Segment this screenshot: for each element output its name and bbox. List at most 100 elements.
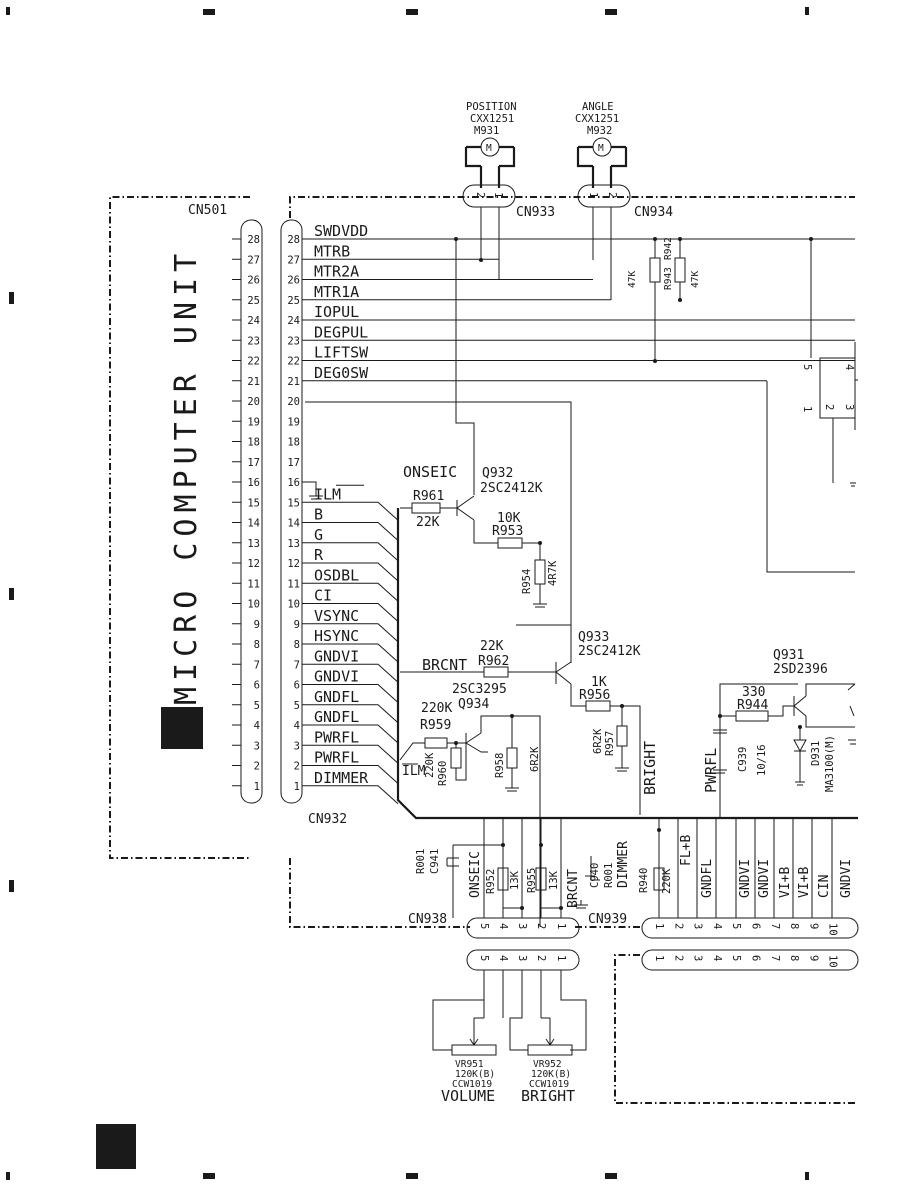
registration-marks — [6, 7, 809, 1180]
motor-m932-part: CXX1251 — [575, 113, 619, 125]
c939-ref: C939 — [737, 747, 749, 772]
vr951-part: CCW1019 — [452, 1079, 492, 1090]
r952-ref: R952 — [485, 869, 497, 894]
r952-value: 13K — [509, 870, 521, 890]
cn938-pin-number: 3 — [516, 955, 528, 961]
cn932-pin-number: 28 — [287, 234, 300, 246]
cn939-pin-number: 6 — [750, 955, 762, 961]
connector-cn932: CN932 — [280, 219, 347, 827]
motor-m931-symbol: M — [486, 143, 492, 154]
cn932-pin-number: 3 — [294, 740, 300, 752]
pin-signal-label: OSDBL — [314, 566, 359, 584]
ic-pin-3: 3 — [843, 404, 855, 410]
r960-value: 220K — [424, 752, 436, 778]
cn933-pin-1: 1 — [492, 192, 504, 198]
q931-ref: Q931 — [773, 648, 804, 663]
cn938-onseic-label: ONSEIC — [468, 851, 483, 898]
r955-ref: R955 — [526, 868, 538, 893]
r943-value: 47K — [627, 271, 638, 288]
q932-part: 2SC2412K — [480, 481, 543, 496]
cn932-pin-number: 27 — [287, 254, 300, 266]
c940-ref: C940 — [589, 863, 601, 888]
q933-ref: Q933 — [578, 630, 609, 645]
cn939-pin-number: 3 — [692, 923, 704, 929]
cn501-pin-number: 21 — [247, 376, 260, 388]
signal-line — [302, 684, 399, 703]
cn938-pin-number: 1 — [555, 955, 567, 961]
pin-signal-label: R — [314, 546, 324, 564]
vr952-part: CCW1019 — [529, 1079, 569, 1090]
ic-pin-5: 5 — [801, 364, 813, 370]
r944-ref: R944 — [737, 698, 768, 713]
vr951-ref: VR951 — [455, 1059, 484, 1070]
pin-signal-label: PWRFL — [314, 749, 359, 767]
r953-ref: R953 — [492, 524, 523, 539]
cn938-pin-number: 1 — [555, 923, 567, 929]
vr951-value: 120K(B) — [455, 1069, 495, 1080]
ic-pin-1: 1 — [801, 406, 813, 412]
black-marker — [161, 707, 203, 749]
r959-value: 220K — [421, 701, 452, 716]
cn501-pin-number: 24 — [247, 315, 260, 327]
vr952-value: 120K(B) — [531, 1069, 571, 1080]
q934-ref: Q934 — [458, 697, 489, 712]
cn932-pin-number: 13 — [287, 538, 300, 550]
cn501-pin-number: 12 — [247, 558, 260, 570]
cn501-pin-number: 13 — [247, 538, 260, 550]
cn932-pin-number: 5 — [294, 700, 300, 712]
pin-signal-label: VSYNC — [314, 607, 359, 625]
potentiometers: VR951 120K(B) CCW1019 VOLUME VR952 120K(… — [432, 970, 587, 1105]
connector-cn933: 2 1 CN933 — [462, 184, 555, 220]
r942-ref: R942 — [663, 237, 674, 260]
cn501-pin-number: 23 — [247, 335, 260, 347]
cn501-pin-number: 22 — [247, 356, 260, 368]
cn939-pin-number: 1 — [653, 955, 665, 961]
pin-signal-label: LIFTSW — [314, 344, 369, 362]
cn932-pin-number: 2 — [294, 761, 300, 773]
cn932-pin-number: 19 — [287, 416, 300, 428]
r944-value: 330 — [742, 685, 765, 700]
cn501-pin-number: 14 — [247, 518, 260, 530]
vr951-name: VOLUME — [441, 1087, 495, 1105]
pin-signal-label: DEGPUL — [314, 323, 368, 341]
signal-line — [302, 663, 399, 683]
cn939-pin-number: 10 — [827, 923, 839, 936]
ic-pin-2: 2 — [823, 404, 835, 410]
q933-part: 2SC2412K — [578, 644, 641, 659]
pin-signal-label: G — [314, 526, 323, 544]
cn934-label: CN934 — [634, 205, 673, 220]
cn501-pin-number: 9 — [254, 619, 260, 631]
signal-line — [302, 785, 399, 805]
cn501-pin-number: 11 — [247, 578, 260, 590]
cn501-pin-number: 19 — [247, 416, 260, 428]
pin-signal-label: GNDFL — [314, 708, 359, 726]
cn939-pin-number: 2 — [672, 955, 684, 961]
cn501-pin-number: 18 — [247, 437, 260, 449]
pin-signal-label: DIMMER — [314, 769, 369, 787]
r959-ref: R959 — [420, 718, 451, 733]
cn932-pin-number: 9 — [294, 619, 300, 631]
r953-value: 10K — [497, 511, 521, 526]
q934-circuit: 220K Q934 2SC3295 R959 220K R960 R958 6R… — [399, 682, 541, 927]
cn938-pin-number: 4 — [497, 923, 509, 929]
cn932-pin-number: 10 — [287, 599, 300, 611]
cn939-gndvi2-label: GNDVI — [757, 859, 772, 898]
sensor-ic: 5 4 1 2 3 — [766, 239, 858, 573]
c939-value: 10/16 — [756, 744, 768, 776]
cn932-pin-number: 25 — [287, 295, 300, 307]
cn939-pin-number: 4 — [711, 955, 723, 961]
motor-m931-ref: M931 — [474, 125, 499, 137]
cn501-pin-number: 15 — [247, 497, 260, 509]
r954-value: 4R7K — [547, 560, 559, 586]
r943-ref: R943 — [663, 267, 674, 290]
signal-line — [302, 623, 399, 643]
cn932-label: CN932 — [308, 812, 347, 827]
cn939-cin-label: CIN — [817, 875, 832, 898]
cn939-area: R940 220K FL+B GNDFL GNDVI GNDVI VI+B VI… — [588, 818, 859, 971]
cn939-pin-number: 10 — [827, 955, 839, 968]
cn938-pin-number: 5 — [478, 923, 490, 929]
motor-m932-symbol: M — [598, 143, 604, 154]
motor-m931-role: POSITION — [466, 101, 517, 113]
